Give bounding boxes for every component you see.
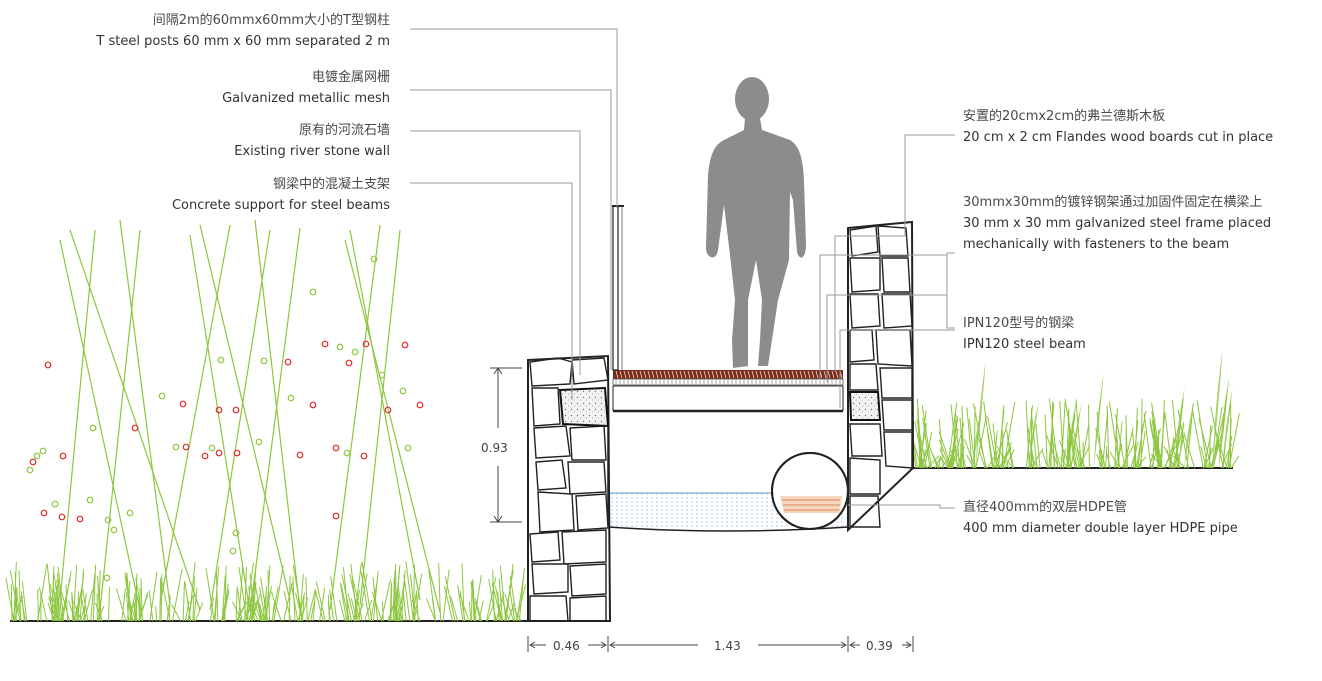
reed-line [250,228,300,612]
grass-left [6,561,526,621]
dot-red [77,516,83,522]
label-stone-wall-cn: 原有的河流石墙 [234,120,390,141]
dot-green [352,349,358,355]
label-beam-cn: IPN120型号的钢梁 [963,313,1086,334]
dot-red [333,445,339,451]
dot-red [30,459,36,465]
reed-line [360,230,400,605]
dot-green [310,289,316,295]
label-beam: IPN120型号的钢梁 IPN120 steel beam [963,313,1086,355]
dot-green [256,439,262,445]
dot-red [202,453,208,459]
dot-green [173,444,179,450]
dot-red [322,341,328,347]
dot-green [40,448,46,454]
dot-green [27,467,33,473]
dot-green [104,575,110,581]
label-mesh-cn: 电镀金属网栅 [222,67,390,88]
dot-green [218,357,224,363]
reed-line [350,230,420,600]
dot-green [209,445,215,451]
label-t-posts-en: T steel posts 60 mm x 60 mm separated 2 … [96,31,390,52]
dot-red [297,452,303,458]
dot-green [52,501,58,507]
hdpe-pipe-icon [772,453,848,529]
reed-line [190,235,250,612]
dot-green [159,393,165,399]
reed-lines [60,220,440,612]
reed-line [60,240,140,610]
dot-green [344,450,350,456]
dot-green [127,510,133,516]
reed-line [120,220,170,605]
label-pipe-en: 400 mm diameter double layer HDPE pipe [963,518,1238,539]
dot-green [400,388,406,394]
label-t-posts-cn: 间隔2m的60mmx60mm大小的T型钢柱 [96,10,390,31]
dot-green [405,445,411,451]
dot-red [216,450,222,456]
label-concrete: 钢梁中的混凝土支架 Concrete support for steel bea… [172,174,390,216]
dot-red [310,402,316,408]
grass-right [911,350,1240,468]
dot-red [41,510,47,516]
dot-red [183,444,189,450]
dot-red [285,359,291,365]
dot-red [333,513,339,519]
reed-line [330,225,380,610]
dot-green [230,548,236,554]
label-frame-cn: 30mmx30mm的镀锌钢架通过加固件固定在横梁上 [963,192,1271,213]
dot-red [346,360,352,366]
reed-line [60,230,95,600]
dim-left-wall: 0.46 [553,639,580,653]
dim-right-wall: 0.39 [866,639,893,653]
dot-red [361,453,367,459]
t-steel-post [612,206,624,370]
dot-green [337,344,343,350]
label-concrete-cn: 钢梁中的混凝土支架 [172,174,390,195]
dot-red [59,514,65,520]
stone-wall-right [848,222,913,530]
dot-red [60,453,66,459]
label-wood-en: 20 cm x 2 cm Flandes wood boards cut in … [963,127,1273,148]
dot-red [216,407,222,413]
dot-red [417,402,423,408]
label-concrete-en: Concrete support for steel beams [172,195,390,216]
dot-green [34,453,40,459]
dim-height: 0.93 [481,441,508,455]
label-mesh: 电镀金属网栅 Galvanized metallic mesh [222,67,390,109]
label-pipe: 直径400mm的双层HDPE管 400 mm diameter double l… [963,497,1238,539]
dot-red [180,401,186,407]
dot-green [87,497,93,503]
label-mesh-en: Galvanized metallic mesh [222,88,390,109]
label-stone-wall-en: Existing river stone wall [234,141,390,162]
label-t-posts: 间隔2m的60mmx60mm大小的T型钢柱 T steel posts 60 m… [96,10,390,52]
label-frame-en2: mechanically with fasteners to the beam [963,234,1271,255]
flower-dots [27,256,423,581]
dot-green [111,527,117,533]
dot-red [45,362,51,368]
dot-red [233,407,239,413]
label-stone-wall: 原有的河流石墙 Existing river stone wall [234,120,390,162]
dot-green [261,358,267,364]
dim-channel: 1.43 [714,639,741,653]
label-frame-en1: 30 mm x 30 mm galvanized steel frame pla… [963,213,1271,234]
reed-line [100,230,140,610]
dot-red [402,342,408,348]
label-beam-en: IPN120 steel beam [963,334,1086,355]
label-wood-cn: 安置的20cmx2cm的弗兰德斯木板 [963,106,1273,127]
person-silhouette-icon [706,77,806,368]
label-frame: 30mmx30mm的镀锌钢架通过加固件固定在横梁上 30 mm x 30 mm … [963,192,1271,255]
label-wood: 安置的20cmx2cm的弗兰德斯木板 20 cm x 2 cm Flandes … [963,106,1273,148]
dot-green [90,425,96,431]
label-pipe-cn: 直径400mm的双层HDPE管 [963,497,1238,518]
wood-deck [613,370,843,411]
dot-green [288,395,294,401]
dot-red [132,425,138,431]
